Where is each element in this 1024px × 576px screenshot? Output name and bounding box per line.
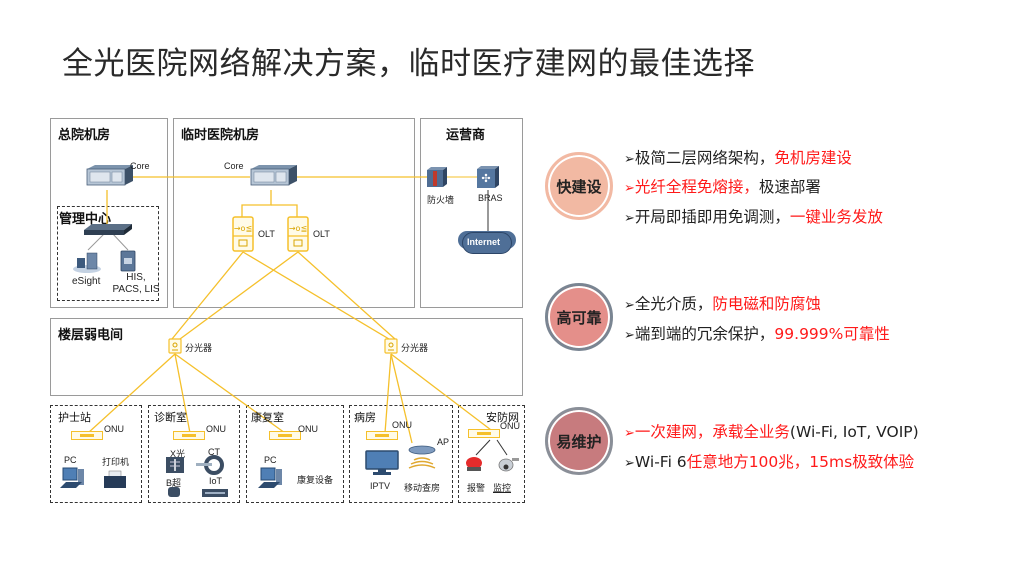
feature-1-bullet-2: ➢光纤全程免熔接，极速部署	[624, 178, 821, 196]
alarm-icon	[466, 457, 482, 471]
olt-icon: →o≦	[287, 216, 309, 252]
monitor-label: 监控	[493, 483, 512, 493]
iot-gateway-icon	[202, 489, 228, 497]
iptv-icon	[365, 450, 399, 475]
bullet-arrow-icon: ➢	[624, 426, 635, 441]
feature-1-bullet-3: ➢开局即插即用免调测，一键业务发放	[624, 208, 883, 226]
onu-icon	[173, 431, 205, 440]
ct-scanner-icon	[196, 455, 224, 475]
feature-badge-easy-maintain: 易维护	[545, 407, 613, 475]
alarm-label: 报警	[467, 483, 486, 493]
rehab-pc-label: PC	[264, 455, 277, 465]
temp-core-label: Core	[224, 161, 244, 171]
xray-icon	[166, 457, 184, 473]
onu-icon	[71, 431, 103, 440]
feature-badge-reliable: 高可靠	[545, 283, 613, 351]
feature-3-bullet-2: ➢Wi-Fi 6任意地方100兆，15ms极致体验	[624, 453, 915, 471]
esight-server-icon	[73, 252, 101, 273]
ultrasound-icon	[168, 487, 180, 497]
onu-2-label: ONU	[206, 424, 226, 434]
wifi-ap-icon	[408, 445, 436, 469]
rehab-equipment-label: 康复设备	[297, 475, 334, 485]
onu-1-label: ONU	[104, 424, 124, 434]
zone-hq-room-label: 总院机房	[58, 128, 111, 143]
bullet-arrow-icon: ➢	[624, 181, 635, 196]
iot-label: IoT	[209, 476, 223, 486]
zone-carrier-label: 运营商	[446, 128, 486, 143]
onu-5-label: ONU	[500, 421, 520, 431]
mgmt-switch-icon	[84, 224, 132, 235]
splitter-icon	[384, 338, 398, 354]
svg-text:→o≦: →o≦	[234, 224, 252, 233]
feature-3-bullet-1: ➢一次建网，承载全业务(Wi-Fi, IoT, VOIP)	[624, 423, 919, 441]
zone-mgmt-center	[57, 206, 159, 301]
pc-label: PC	[64, 455, 77, 465]
core-switch-icon	[86, 165, 133, 186]
room-security-label: 安防网	[486, 411, 519, 424]
bras-router-icon: ✣	[477, 166, 499, 188]
bullet-arrow-icon: ➢	[624, 211, 635, 226]
printer-icon	[104, 470, 126, 488]
bullet-arrow-icon: ➢	[624, 152, 635, 167]
xray-label: X光	[170, 449, 186, 459]
hq-core-label: Core	[130, 161, 150, 171]
internet-cloud-icon	[462, 232, 512, 254]
svg-text:→o≦: →o≦	[289, 224, 307, 233]
firewall-icon	[427, 167, 447, 187]
onu-icon	[366, 431, 398, 440]
ultrasound-label: B超	[166, 478, 182, 488]
feature-2-bullet-1: ➢全光介质，防电磁和防腐蚀	[624, 295, 821, 313]
core-switch-icon	[250, 165, 297, 186]
ct-label: CT	[208, 447, 220, 457]
mobile-rounds-label: 移动查房	[404, 483, 441, 493]
pc-icon	[60, 467, 84, 488]
olt-2-label: OLT	[313, 229, 330, 239]
onu-3-label: ONU	[298, 424, 318, 434]
feature-2-bullet-2: ➢端到端的冗余保护，99.999%可靠性	[624, 325, 890, 343]
bullet-arrow-icon: ➢	[624, 328, 635, 343]
room-nurse-station-label: 护士站	[58, 411, 91, 424]
firewall-label: 防火墙	[427, 195, 455, 205]
zone-floor-closet-label: 楼层弱电间	[58, 328, 124, 343]
onu-icon	[269, 431, 301, 440]
pc-icon	[258, 467, 282, 488]
onu-4-label: ONU	[392, 420, 412, 430]
splitter-icon	[168, 338, 182, 354]
esight-label: eSight	[72, 276, 101, 287]
zone-temp-room	[173, 118, 415, 308]
room-rehab-label: 康复室	[251, 411, 284, 424]
onu-icon	[468, 429, 500, 438]
olt-1-label: OLT	[258, 229, 275, 239]
olt-icon: →o≦	[232, 216, 254, 252]
zone-carrier	[420, 118, 523, 308]
room-diagnosis-label: 诊断室	[154, 411, 187, 424]
bullet-arrow-icon: ➢	[624, 298, 635, 313]
page-title: 全光医院网络解决方案，临时医疗建网的最佳选择	[62, 46, 755, 82]
internet-label: Internet	[467, 237, 501, 247]
ap-label: AP	[437, 437, 450, 447]
svg-text:✣: ✣	[481, 172, 490, 185]
splitter-1-label: 分光器	[185, 343, 213, 353]
feature-badge-fast-build: 快建设	[545, 152, 613, 220]
room-ward-label: 病房	[354, 411, 376, 424]
his-label: HIS, PACS, LIS	[112, 272, 160, 295]
feature-1-bullet-1: ➢极简二层网络架构，免机房建设	[624, 149, 852, 167]
printer-label: 打印机	[102, 457, 130, 467]
bras-label: BRAS	[478, 193, 503, 203]
splitter-2-label: 分光器	[401, 343, 429, 353]
iptv-label: IPTV	[370, 481, 391, 491]
bullet-arrow-icon: ➢	[624, 456, 635, 471]
zone-mgmt-center-label: 管理中心	[59, 212, 112, 227]
camera-icon	[498, 458, 519, 472]
zone-temp-room-label: 临时医院机房	[181, 128, 260, 143]
his-server-icon	[120, 250, 136, 272]
